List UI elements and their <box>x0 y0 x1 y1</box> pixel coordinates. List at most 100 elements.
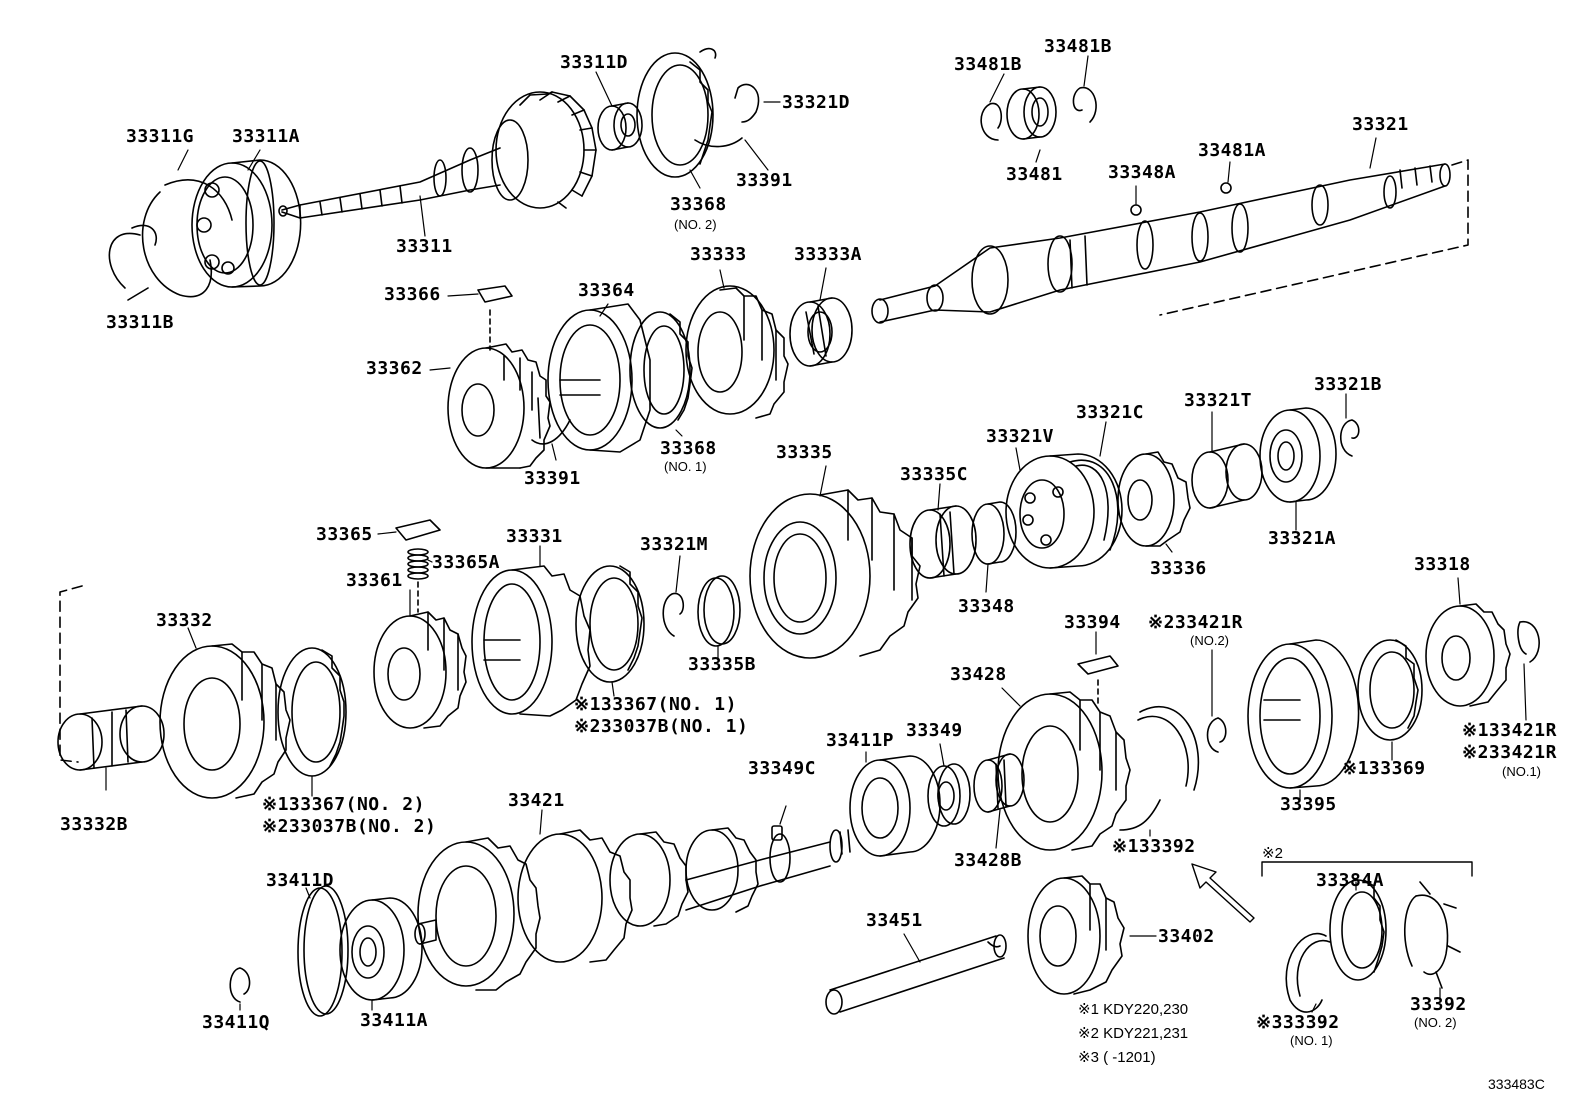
bearing-33321V <box>1005 453 1123 569</box>
shifting-key-33366 <box>477 285 513 303</box>
bearing-33321A <box>1259 407 1337 503</box>
sync-ring-33368-no1 <box>629 311 693 429</box>
part-label-33311A: 33311A <box>232 126 301 147</box>
needle-bearing-33428B <box>973 753 1025 813</box>
part-label-33333: 33333 <box>690 244 747 265</box>
snap-ring-33311B <box>108 224 157 289</box>
snap-ring-33481B-right <box>1072 87 1097 123</box>
hub-sleeve-33331 <box>471 565 591 717</box>
needle-bearing-33335C <box>909 505 977 579</box>
part-label-33481: 33481 <box>1006 164 1063 185</box>
leader-lines-top <box>177 71 781 237</box>
part-label-33392-no2: 33392 <box>1410 994 1467 1015</box>
snap-ring-33311G <box>141 179 233 298</box>
part-label-33321A: 33321A <box>1268 528 1337 549</box>
key-33394 <box>1077 655 1119 675</box>
part-label-33037B-no1: ※233037B(NO. 1) <box>574 716 749 737</box>
clip-33392-no2 <box>1403 881 1461 989</box>
part-label-33333A: 33333A <box>794 244 863 265</box>
hub-sleeve-33364 <box>547 303 651 453</box>
part-label-33421R-b: ※233421R <box>1462 742 1557 763</box>
sync-ring-33368-no2 <box>636 47 717 178</box>
part-label-33392-mid: ※133392 <box>1112 836 1196 857</box>
leader-lines-row2 <box>429 267 827 461</box>
part-label-33332B: 33332B <box>60 814 129 835</box>
collar-33321T <box>1191 443 1263 509</box>
part-label-33411D: 33411D <box>266 870 335 891</box>
part-label-33318: 33318 <box>1414 554 1471 575</box>
spacer-33349 <box>927 763 971 827</box>
sync-ring-33367-no1 <box>575 565 645 683</box>
part-label-33428B: 33428B <box>954 850 1023 871</box>
part-label-33368-mid: 33368 <box>660 438 717 459</box>
part-label-33411Q: 33411Q <box>202 1012 271 1033</box>
part-label-33321C: 33321C <box>1076 402 1145 423</box>
part-label-33321B: 33321B <box>1314 374 1383 395</box>
part-label-33321D: 33321D <box>782 92 851 113</box>
snap-ring-33421R-no2 <box>1206 717 1227 753</box>
gear-33335 <box>749 489 921 659</box>
hub-33318 <box>1425 603 1511 707</box>
part-label-33311: 33311 <box>396 236 453 257</box>
sync-ring-33369 <box>1357 639 1423 741</box>
part-sublabel-33368-top: (NO. 2) <box>674 217 717 232</box>
leader-lines-bottom <box>239 809 1441 1013</box>
leader-lines-33481 <box>989 55 1377 205</box>
part-sublabel-33392-no1: (NO. 1) <box>1290 1033 1333 1048</box>
snap-ring-33481B-left <box>980 102 1003 141</box>
part-label-33335C: 33335C <box>900 464 969 485</box>
group-marker-star2: ※2 <box>1262 845 1283 862</box>
figure-code: 333483C <box>1488 1076 1545 1092</box>
reverse-idler-shaft-33451 <box>825 934 1007 1015</box>
part-label-33395: 33395 <box>1280 794 1337 815</box>
part-label-33335: 33335 <box>776 442 833 463</box>
gear-33333 <box>685 285 789 419</box>
part-label-33481B-right: 33481B <box>1044 36 1113 57</box>
part-label-33332: 33332 <box>156 610 213 631</box>
ball-33348A <box>1130 204 1142 216</box>
part-label-33362: 33362 <box>366 358 423 379</box>
bearing-33311A <box>191 159 302 288</box>
shifting-key-33365 <box>395 519 441 541</box>
sync-cone-33411P <box>849 755 941 857</box>
clutch-hub-33362 <box>447 343 551 469</box>
part-label-33451: 33451 <box>866 910 923 931</box>
part-label-33384A: 33384A <box>1316 870 1385 891</box>
part-label-33411P: 33411P <box>826 730 895 751</box>
part-label-33348A: 33348A <box>1108 162 1177 183</box>
sync-ring-33384A <box>1329 879 1387 981</box>
snap-ring-33411D <box>297 885 349 1017</box>
snap-ring-33321B <box>1339 419 1360 457</box>
sleeve-33395 <box>1247 639 1360 789</box>
part-label-33311G: 33311G <box>126 126 195 147</box>
part-label-33321M: 33321M <box>640 534 709 555</box>
leader-lines-row5 <box>779 577 1527 849</box>
part-label-33367-no1: ※133367(NO. 1) <box>574 694 737 715</box>
part-label-33349C: 33349C <box>748 758 817 779</box>
part-sublabel-33421R-no1: (NO.1) <box>1502 764 1541 779</box>
part-label-33365A: 33365A <box>432 552 501 573</box>
needle-bearing-33332B <box>57 705 165 771</box>
dashed-guide-lower <box>59 585 83 763</box>
part-label-33037B-no2: ※233037B(NO. 2) <box>262 816 437 837</box>
key-spring-33391-top <box>694 137 743 148</box>
key-spring-33391-mid <box>531 419 571 445</box>
part-label-33366: 33366 <box>384 284 441 305</box>
bearing-33411A <box>339 897 423 1001</box>
part-label-33421: 33421 <box>508 790 565 811</box>
gear-33332 <box>159 643 291 799</box>
snap-ring-33411Q <box>229 967 251 1003</box>
snap-ring-33392-mid <box>1119 705 1200 831</box>
part-sublabel-33392-no2: (NO. 2) <box>1414 1015 1457 1030</box>
footnote-2: ※2 KDY221,231 <box>1078 1025 1189 1042</box>
clutch-hub-33361 <box>373 611 467 729</box>
part-label-33349: 33349 <box>906 720 963 741</box>
part-label-33391-mid: 33391 <box>524 468 581 489</box>
input-shaft-33311 <box>278 91 597 219</box>
part-label-33428: 33428 <box>950 664 1007 685</box>
part-label-33331: 33331 <box>506 526 563 547</box>
snap-ring-33421R-no1 <box>1517 621 1540 663</box>
part-label-33367-no2: ※133367(NO. 2) <box>262 794 425 815</box>
output-shaft-33321 <box>871 163 1451 324</box>
